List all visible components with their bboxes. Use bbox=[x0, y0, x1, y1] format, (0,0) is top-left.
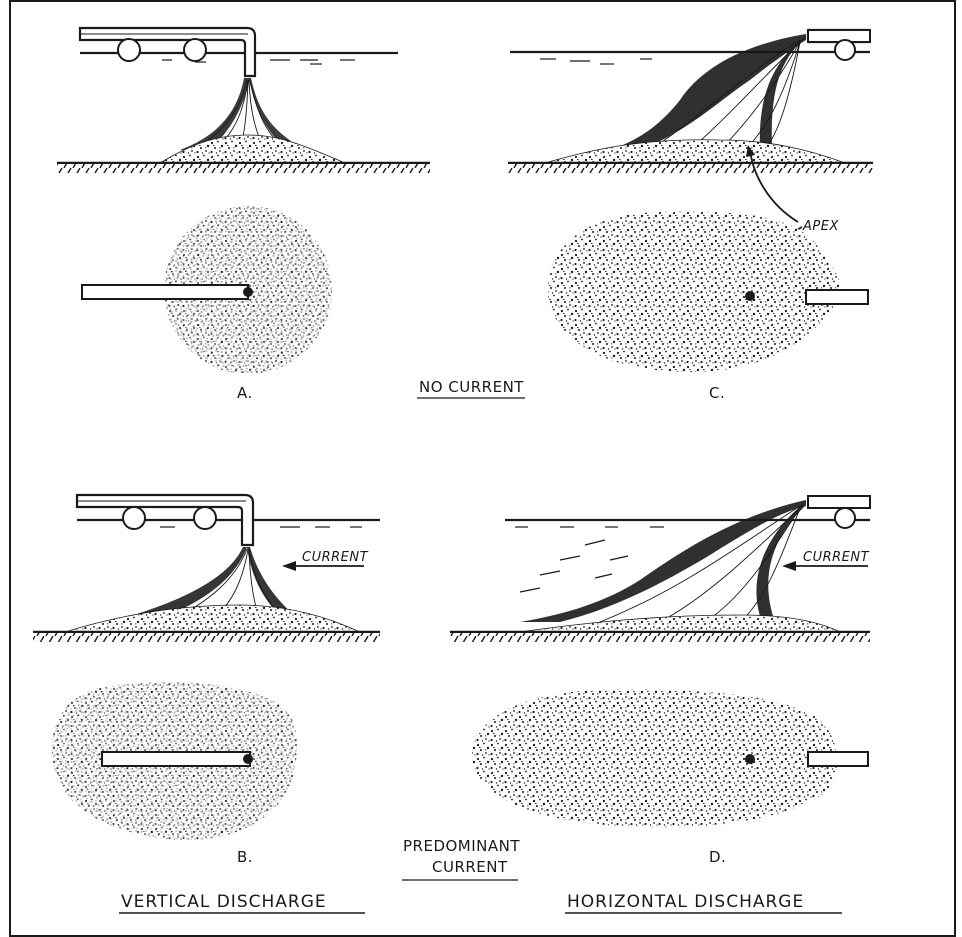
current-label-d: CURRENT bbox=[803, 550, 870, 565]
panel-c-label: C. bbox=[709, 384, 725, 402]
float-icon bbox=[194, 507, 216, 529]
panel-a-label: A. bbox=[237, 384, 253, 402]
panel-c-plan bbox=[548, 212, 868, 372]
panel-b-label: B. bbox=[237, 848, 253, 866]
panel-a-plan bbox=[82, 206, 332, 374]
panel-a-section bbox=[57, 28, 430, 173]
predominant-current-line2: CURRENT bbox=[432, 858, 508, 876]
float-icon bbox=[118, 39, 140, 61]
float-icon bbox=[835, 40, 855, 60]
predominant-current-line1: PREDOMINANT bbox=[403, 837, 520, 855]
vertical-discharge-title: VERTICAL DISCHARGE bbox=[121, 892, 327, 912]
float-icon bbox=[835, 508, 855, 528]
no-current-label: NO CURRENT bbox=[419, 378, 524, 396]
float-icon bbox=[184, 39, 206, 61]
panel-c-section bbox=[508, 30, 873, 173]
panel-d-label: D. bbox=[709, 848, 726, 866]
panel-d-plan bbox=[472, 690, 868, 828]
horizontal-discharge-title: HORIZONTAL DISCHARGE bbox=[567, 892, 804, 912]
apex-label: APEX bbox=[802, 219, 839, 234]
panel-d-section: CURRENT bbox=[450, 496, 870, 642]
float-icon bbox=[123, 507, 145, 529]
current-label-b: CURRENT bbox=[302, 550, 369, 565]
panel-b-section: CURRENT bbox=[33, 495, 380, 642]
panel-b-plan bbox=[52, 682, 297, 840]
